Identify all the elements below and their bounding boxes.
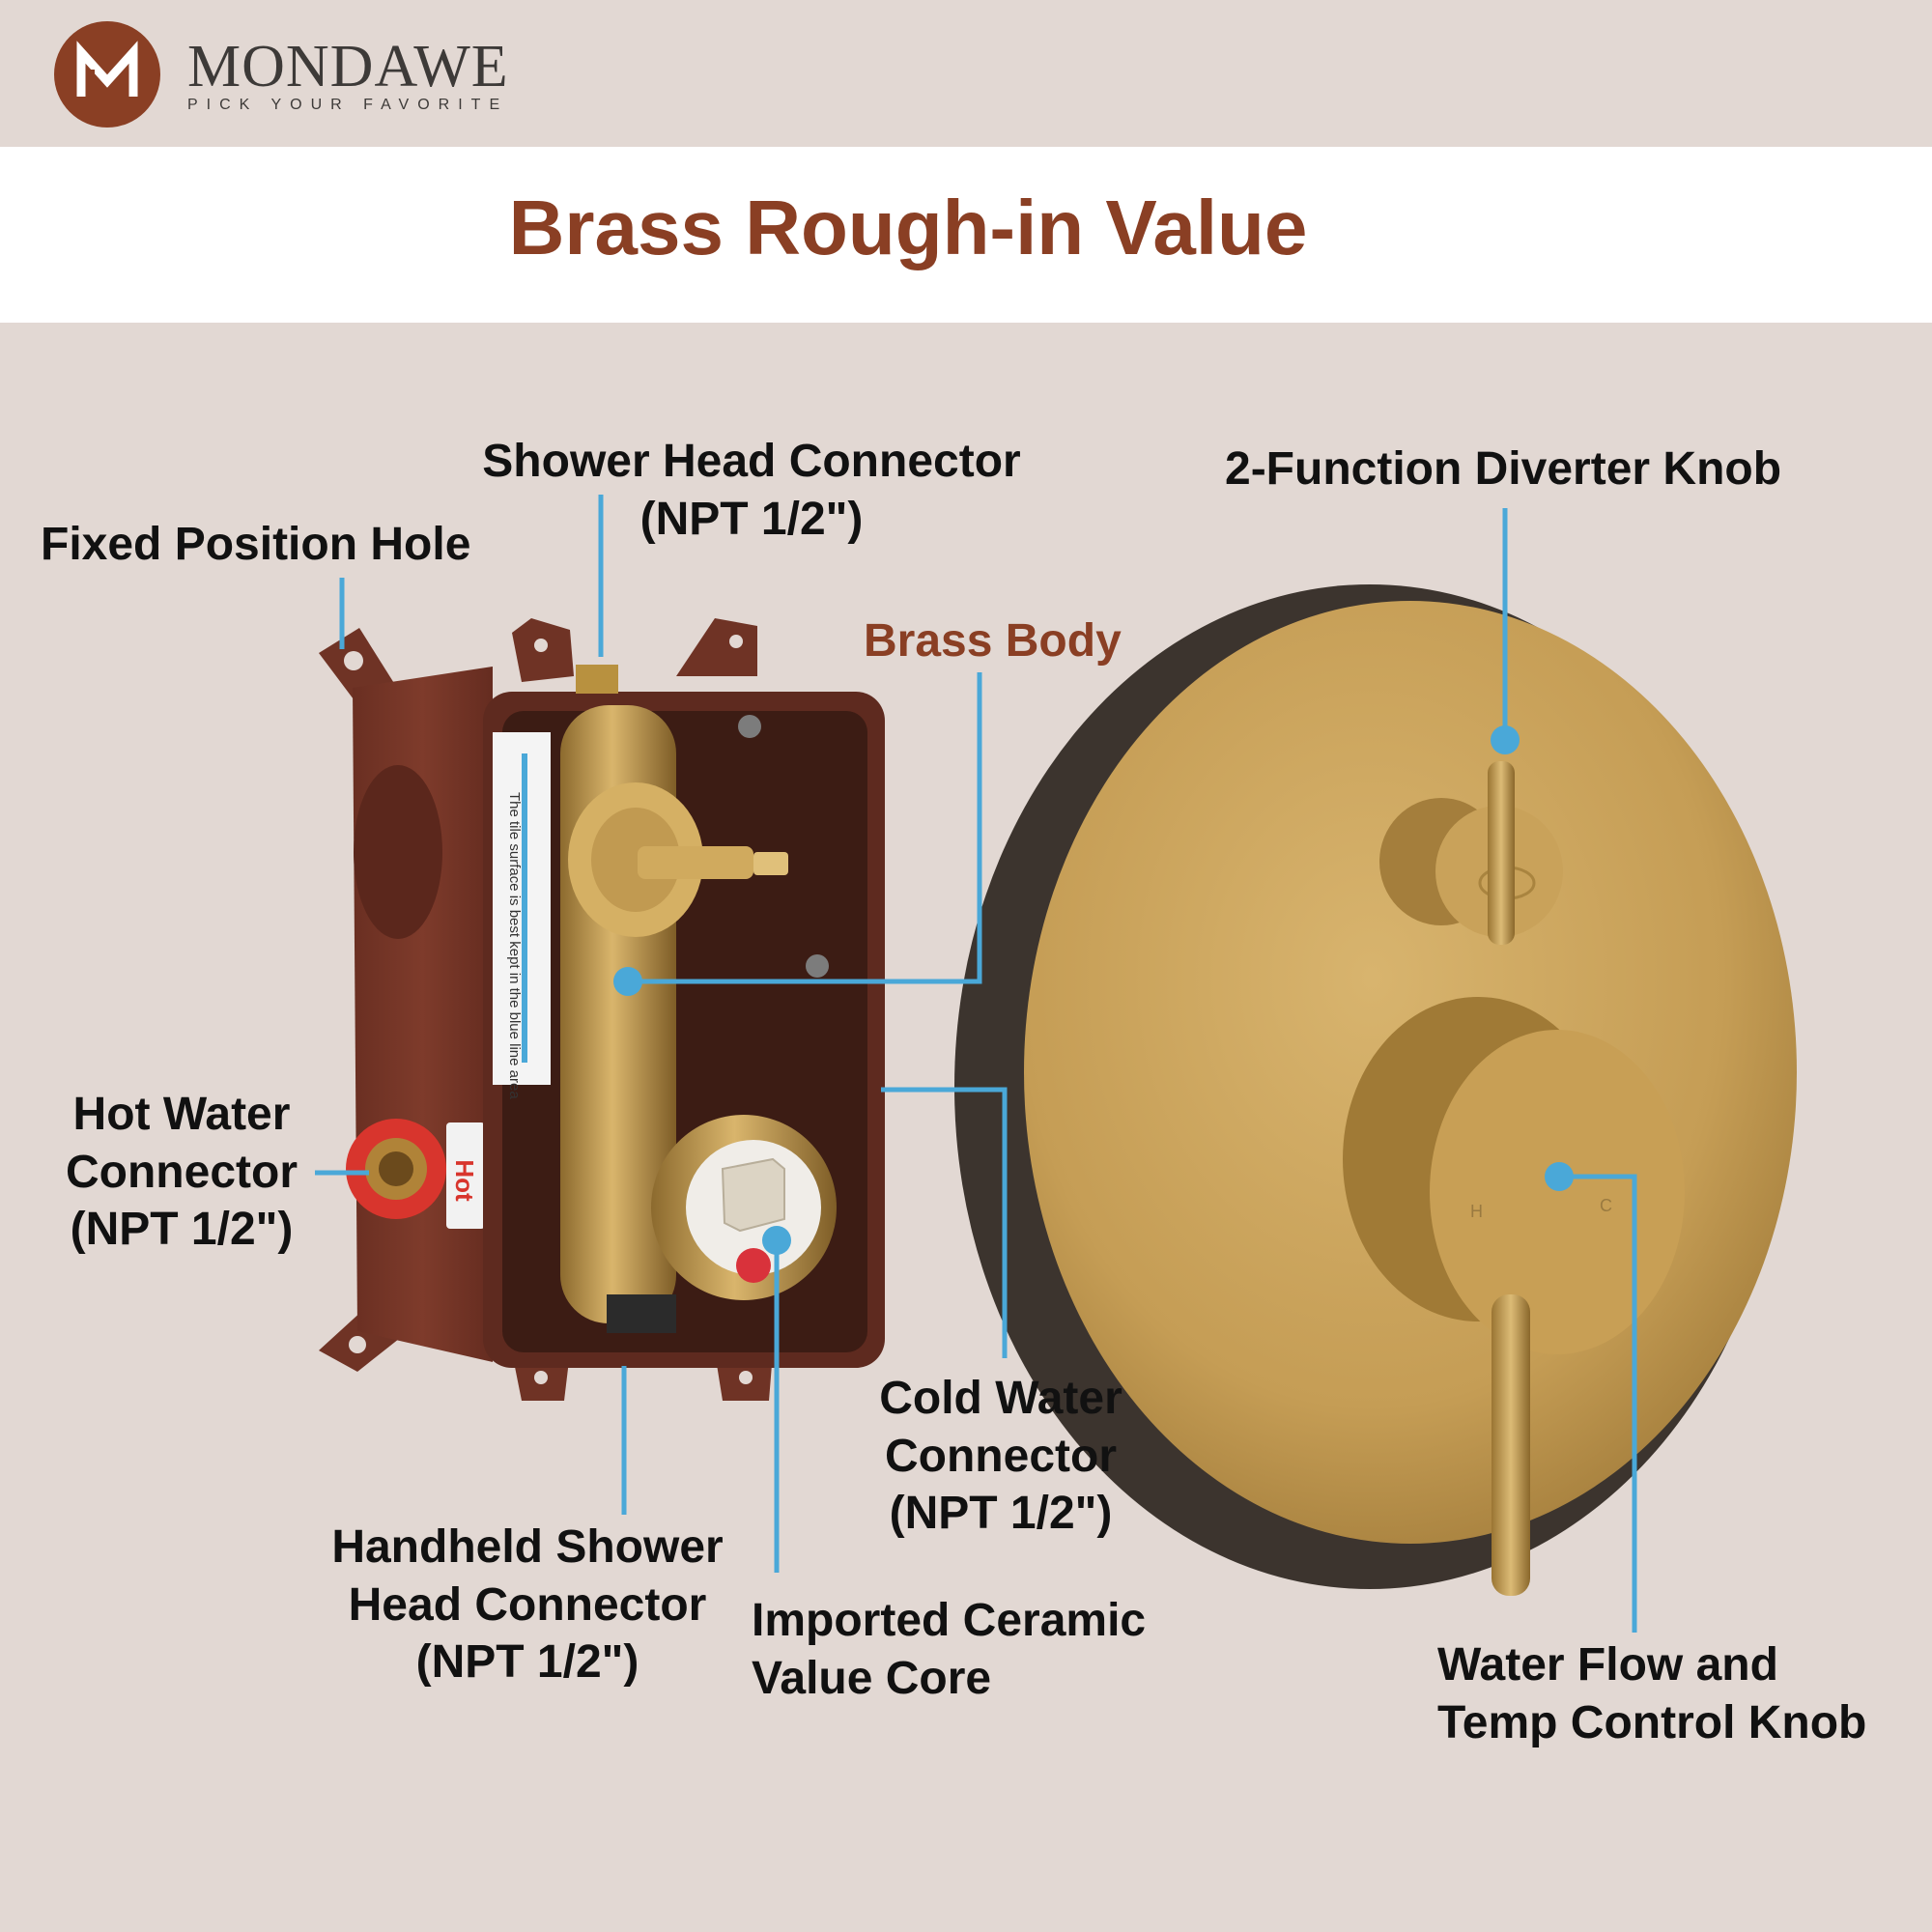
label-cold-water-connector: Cold Water Connector (NPT 1/2") bbox=[879, 1373, 1122, 1540]
fixed-position-hole-icon bbox=[344, 651, 363, 670]
cartridge-stem bbox=[721, 1157, 785, 1233]
callout-dot-icon bbox=[1545, 1162, 1574, 1191]
label-ceramic-value-core: Imported Ceramic Value Core bbox=[752, 1595, 1147, 1704]
page-title: Brass Rough-in Value bbox=[508, 185, 1308, 270]
trim-plate: H C bbox=[954, 584, 1797, 1596]
label-fixed-position-hole: Fixed Position Hole bbox=[41, 519, 471, 570]
mounting-ear-top-right bbox=[676, 618, 757, 676]
callout-dot-icon bbox=[762, 1226, 791, 1255]
box-side-wall bbox=[353, 667, 493, 1362]
label-brass-body: Brass Body bbox=[864, 615, 1122, 667]
label-handheld-shower-connector: Handheld Shower Head Connector (NPT 1/2"… bbox=[331, 1521, 724, 1689]
hot-badge bbox=[446, 1122, 485, 1229]
temp-control-lever[interactable] bbox=[1492, 1294, 1530, 1596]
diverter-lever[interactable] bbox=[1488, 761, 1515, 945]
knockout-plug bbox=[354, 765, 442, 939]
ear-hole-icon bbox=[729, 635, 743, 648]
label-flow-temp-knob: Water Flow and Temp Control Knob bbox=[1437, 1639, 1867, 1748]
brand-tagline: PICK YOUR FAVORITE bbox=[187, 97, 509, 113]
hot-mark: H bbox=[1470, 1202, 1483, 1221]
ear-hole-icon bbox=[349, 1336, 366, 1353]
logo-monogram-icon bbox=[76, 41, 138, 97]
ear-hole-icon bbox=[739, 1371, 753, 1384]
shower-head-outlet bbox=[576, 665, 618, 694]
callout-flow bbox=[1559, 1174, 1637, 1633]
label-diverter-knob: 2-Function Diverter Knob bbox=[1225, 443, 1782, 495]
callout-brass-body bbox=[628, 672, 982, 984]
brand-logo bbox=[54, 21, 160, 128]
callout-cold bbox=[881, 1087, 1008, 1358]
callout-dot-icon bbox=[1491, 725, 1520, 754]
header-band bbox=[0, 0, 1932, 147]
brand-name: MONDAWE bbox=[187, 34, 509, 99]
callout-dots bbox=[613, 725, 1574, 1255]
tile-surface-sticker-text: The tile surface is best kept in the blu… bbox=[506, 792, 523, 1099]
ear-hole-icon bbox=[534, 639, 548, 652]
cold-mark: C bbox=[1600, 1196, 1612, 1215]
hot-badge-text: Hot bbox=[450, 1159, 479, 1202]
diverter-spindle bbox=[638, 846, 753, 879]
title-band bbox=[0, 147, 1932, 323]
screw-icon bbox=[806, 954, 829, 978]
callout-lines bbox=[315, 495, 1637, 1633]
ear-hole-icon bbox=[534, 1371, 548, 1384]
screw-icon bbox=[738, 715, 761, 738]
label-hot-water-connector: Hot Water Connector (NPT 1/2") bbox=[66, 1089, 298, 1256]
label-shower-head-connector: Shower Head Connector (NPT 1/2") bbox=[482, 436, 1021, 545]
bottom-outlet-seal bbox=[607, 1294, 676, 1333]
temp-control-knob-icon[interactable] bbox=[1430, 1030, 1685, 1354]
callout-dot-icon bbox=[613, 967, 642, 996]
rough-in-valve-box: Hot The tile surface is best kept in the… bbox=[319, 618, 885, 1401]
